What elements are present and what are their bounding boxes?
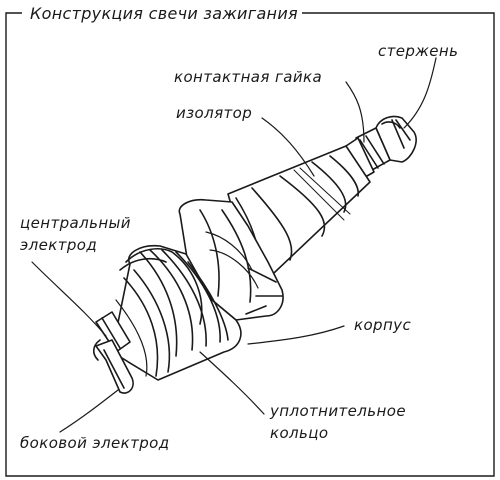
label-tsentralny-elektrod-line1: центральный bbox=[20, 214, 131, 232]
label-uplotnitelnoe-koltso-line2: кольцо bbox=[270, 424, 329, 442]
leader-izolyator bbox=[261, 117, 315, 177]
leader-sterzhen bbox=[403, 57, 437, 129]
contact-nut bbox=[345, 127, 391, 181]
label-tsentralny-elektrod-line2: электрод bbox=[20, 236, 98, 254]
label-uplotnitelnoe-koltso-line1: уплотнительное bbox=[270, 402, 406, 420]
leader-bokovoy-elektrod bbox=[59, 389, 119, 433]
leader-kontaktnaya-gaika bbox=[345, 81, 365, 143]
sealing-ring bbox=[119, 248, 203, 325]
diagram-title: Конструкция свечи зажигания bbox=[26, 4, 302, 23]
leader-korpus bbox=[247, 325, 345, 345]
label-sterzhen: стержень bbox=[378, 42, 459, 60]
label-izolyator: изолятор bbox=[176, 104, 253, 122]
leader-uplotnitelnoe-koltso bbox=[199, 351, 265, 415]
side-electrode bbox=[92, 339, 134, 394]
label-kontaktnaya-gaika: контактная гайка bbox=[174, 68, 323, 86]
body-hex bbox=[178, 198, 284, 321]
label-bokovoy-elektrod: боковой электрод bbox=[20, 434, 170, 452]
leader-tsentralny-elektrod bbox=[31, 261, 107, 337]
label-korpus: корпус bbox=[354, 316, 412, 334]
threaded-body bbox=[111, 244, 242, 381]
